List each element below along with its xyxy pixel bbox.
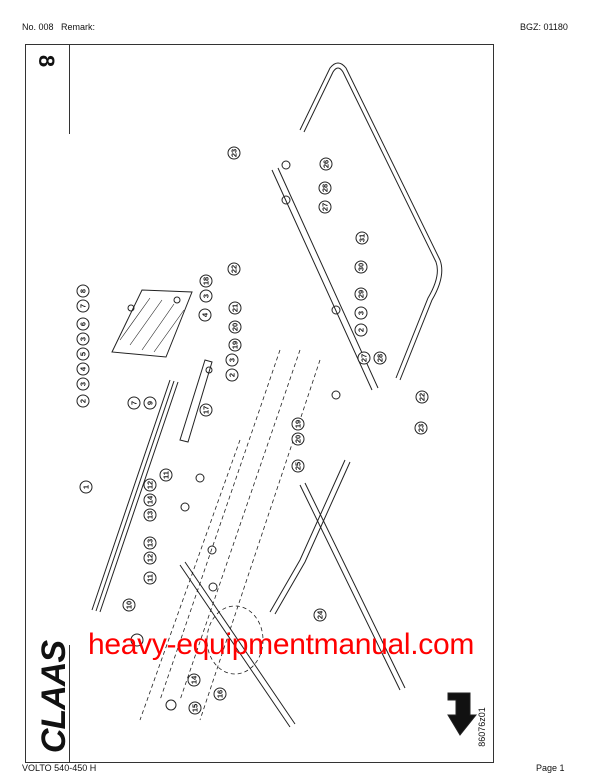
part-callout: 22 xyxy=(227,262,241,276)
part-callout: 10 xyxy=(122,598,136,612)
machine-drum xyxy=(206,605,264,675)
part-callout: 28 xyxy=(318,181,332,195)
rod xyxy=(269,459,351,615)
part-callout: 23 xyxy=(227,146,241,160)
part-callout: 2 xyxy=(354,323,368,337)
part-callout: 8 xyxy=(76,284,90,298)
divider xyxy=(69,44,70,134)
part-callout: 5 xyxy=(76,347,90,361)
part-callout: 3 xyxy=(76,377,90,391)
part-callout: 23 xyxy=(414,421,428,435)
part-callout: 3 xyxy=(354,306,368,320)
part-callout: 19 xyxy=(228,338,242,352)
part-callout: 4 xyxy=(76,362,90,376)
part-callout: 2 xyxy=(225,368,239,382)
part-callout: 7 xyxy=(127,396,141,410)
frame-bow xyxy=(299,62,443,381)
part-callout: 26 xyxy=(319,157,333,171)
part-callout: 29 xyxy=(354,287,368,301)
footer-page: Page 1 xyxy=(536,763,565,773)
part-callout: 19 xyxy=(291,417,305,431)
part-callout: 16 xyxy=(213,687,227,701)
part-callout: 2 xyxy=(76,394,90,408)
part-callout: 7 xyxy=(76,299,90,313)
part-callout: 14 xyxy=(187,673,201,687)
part-callout: 3 xyxy=(76,332,90,346)
rod xyxy=(179,561,296,728)
part-callout: 11 xyxy=(159,468,173,482)
part-callout: 11 xyxy=(143,571,157,585)
part-callout: 3 xyxy=(225,353,239,367)
rail xyxy=(91,379,179,613)
part-callout: 27 xyxy=(318,200,332,214)
part-callout: 13 xyxy=(143,508,157,522)
part-callout: 21 xyxy=(228,301,242,315)
divider xyxy=(69,645,70,763)
drawing-number: 86076z01 xyxy=(477,707,487,747)
part-callout: 14 xyxy=(143,493,157,507)
part-callout: 12 xyxy=(143,478,157,492)
plate-hatch xyxy=(119,297,185,353)
rod xyxy=(299,482,406,691)
bracket xyxy=(179,359,213,443)
drawing-frame xyxy=(25,44,494,763)
part-callout: 9 xyxy=(143,396,157,410)
part-callout: 31 xyxy=(355,231,369,245)
header-number: No. 008 Remark: xyxy=(22,22,96,32)
part-callout: 18 xyxy=(199,274,213,288)
rod xyxy=(271,167,379,391)
watermark: heavy-equipmentmanual.com xyxy=(88,628,475,661)
bgz-code: BGZ: 01180 xyxy=(520,22,568,32)
part-callout: 15 xyxy=(188,701,202,715)
direction-arrow xyxy=(447,692,478,736)
part-callout: 13 xyxy=(143,536,157,550)
part-callout: 27 xyxy=(357,351,371,365)
part-callout: 6 xyxy=(76,317,90,331)
part-callout: 30 xyxy=(354,260,368,274)
part-callout: 1 xyxy=(79,480,93,494)
part-callout: 20 xyxy=(228,320,242,334)
part-callout: 25 xyxy=(291,459,305,473)
machine-outline xyxy=(139,349,321,721)
part-callout: 22 xyxy=(415,390,429,404)
part-callout: 4 xyxy=(198,308,212,322)
part-callout: 20 xyxy=(291,432,305,446)
part-callout: 12 xyxy=(143,551,157,565)
footer-model: VOLTO 540-450 H xyxy=(22,763,97,773)
part-callout: 17 xyxy=(199,403,213,417)
part-callout: 3 xyxy=(199,289,213,303)
part-callout: 24 xyxy=(313,608,327,622)
remark-label: Remark: xyxy=(61,22,96,32)
part-callout: 28 xyxy=(373,351,387,365)
